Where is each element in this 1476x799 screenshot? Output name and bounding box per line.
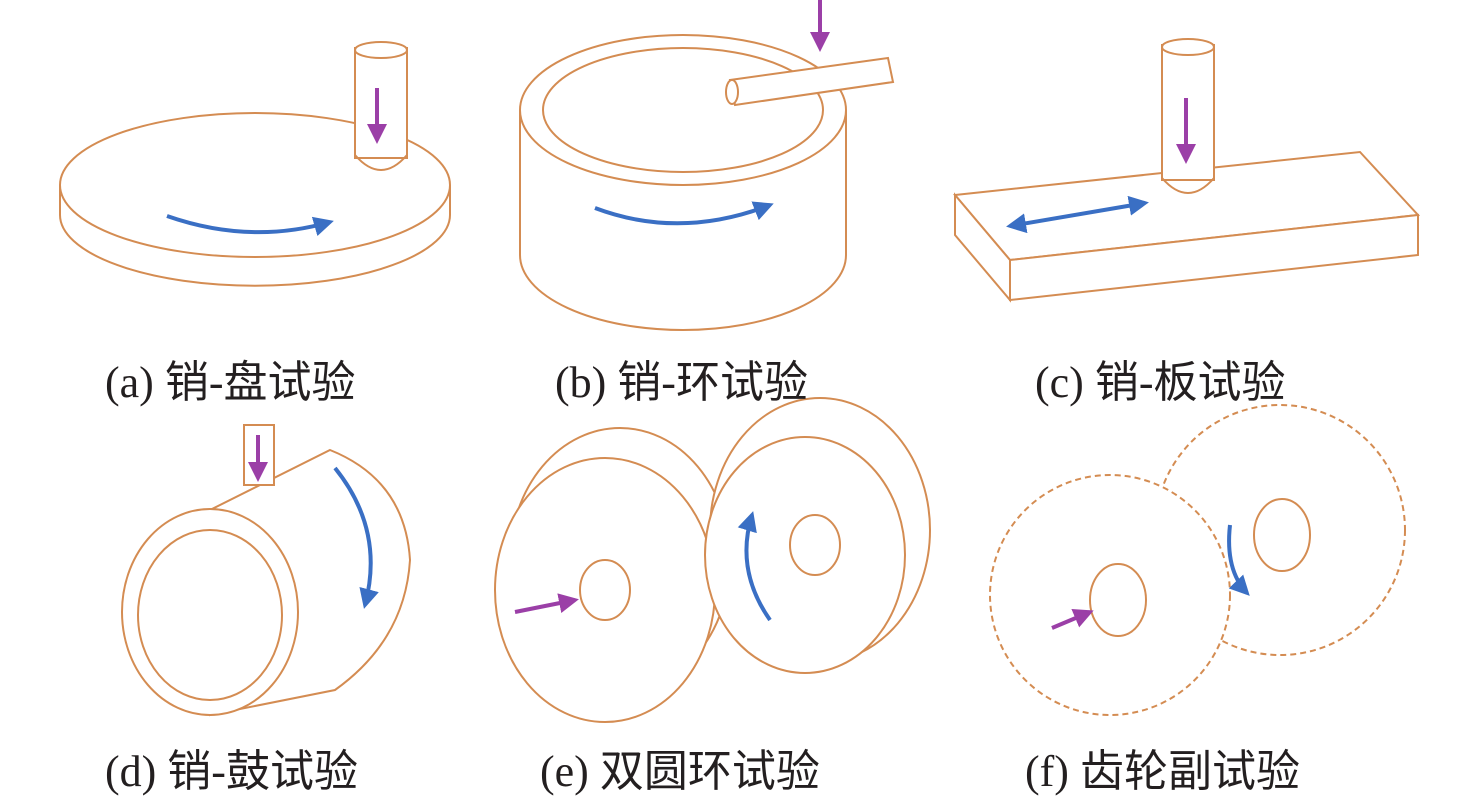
caption-d: (d) 销-鼓试验 — [105, 747, 358, 796]
rotation-arrow — [166, 214, 334, 237]
pin-on-plate-figure — [953, 38, 1421, 303]
pin-on-drum-figure — [121, 424, 412, 717]
caption-f: (f) 齿轮副试验 — [1025, 747, 1300, 796]
gear-pair-figure — [989, 404, 1406, 716]
twin-disc-figure — [494, 397, 931, 723]
pin-on-disk-figure — [59, 41, 451, 287]
pin-on-ring-figure — [519, 0, 895, 331]
caption-a: (a) 销-盘试验 — [105, 358, 356, 407]
caption-b: (b) 销-环试验 — [555, 358, 808, 407]
caption-c: (c) 销-板试验 — [1035, 358, 1286, 407]
caption-e: (e) 双圆环试验 — [540, 747, 820, 796]
